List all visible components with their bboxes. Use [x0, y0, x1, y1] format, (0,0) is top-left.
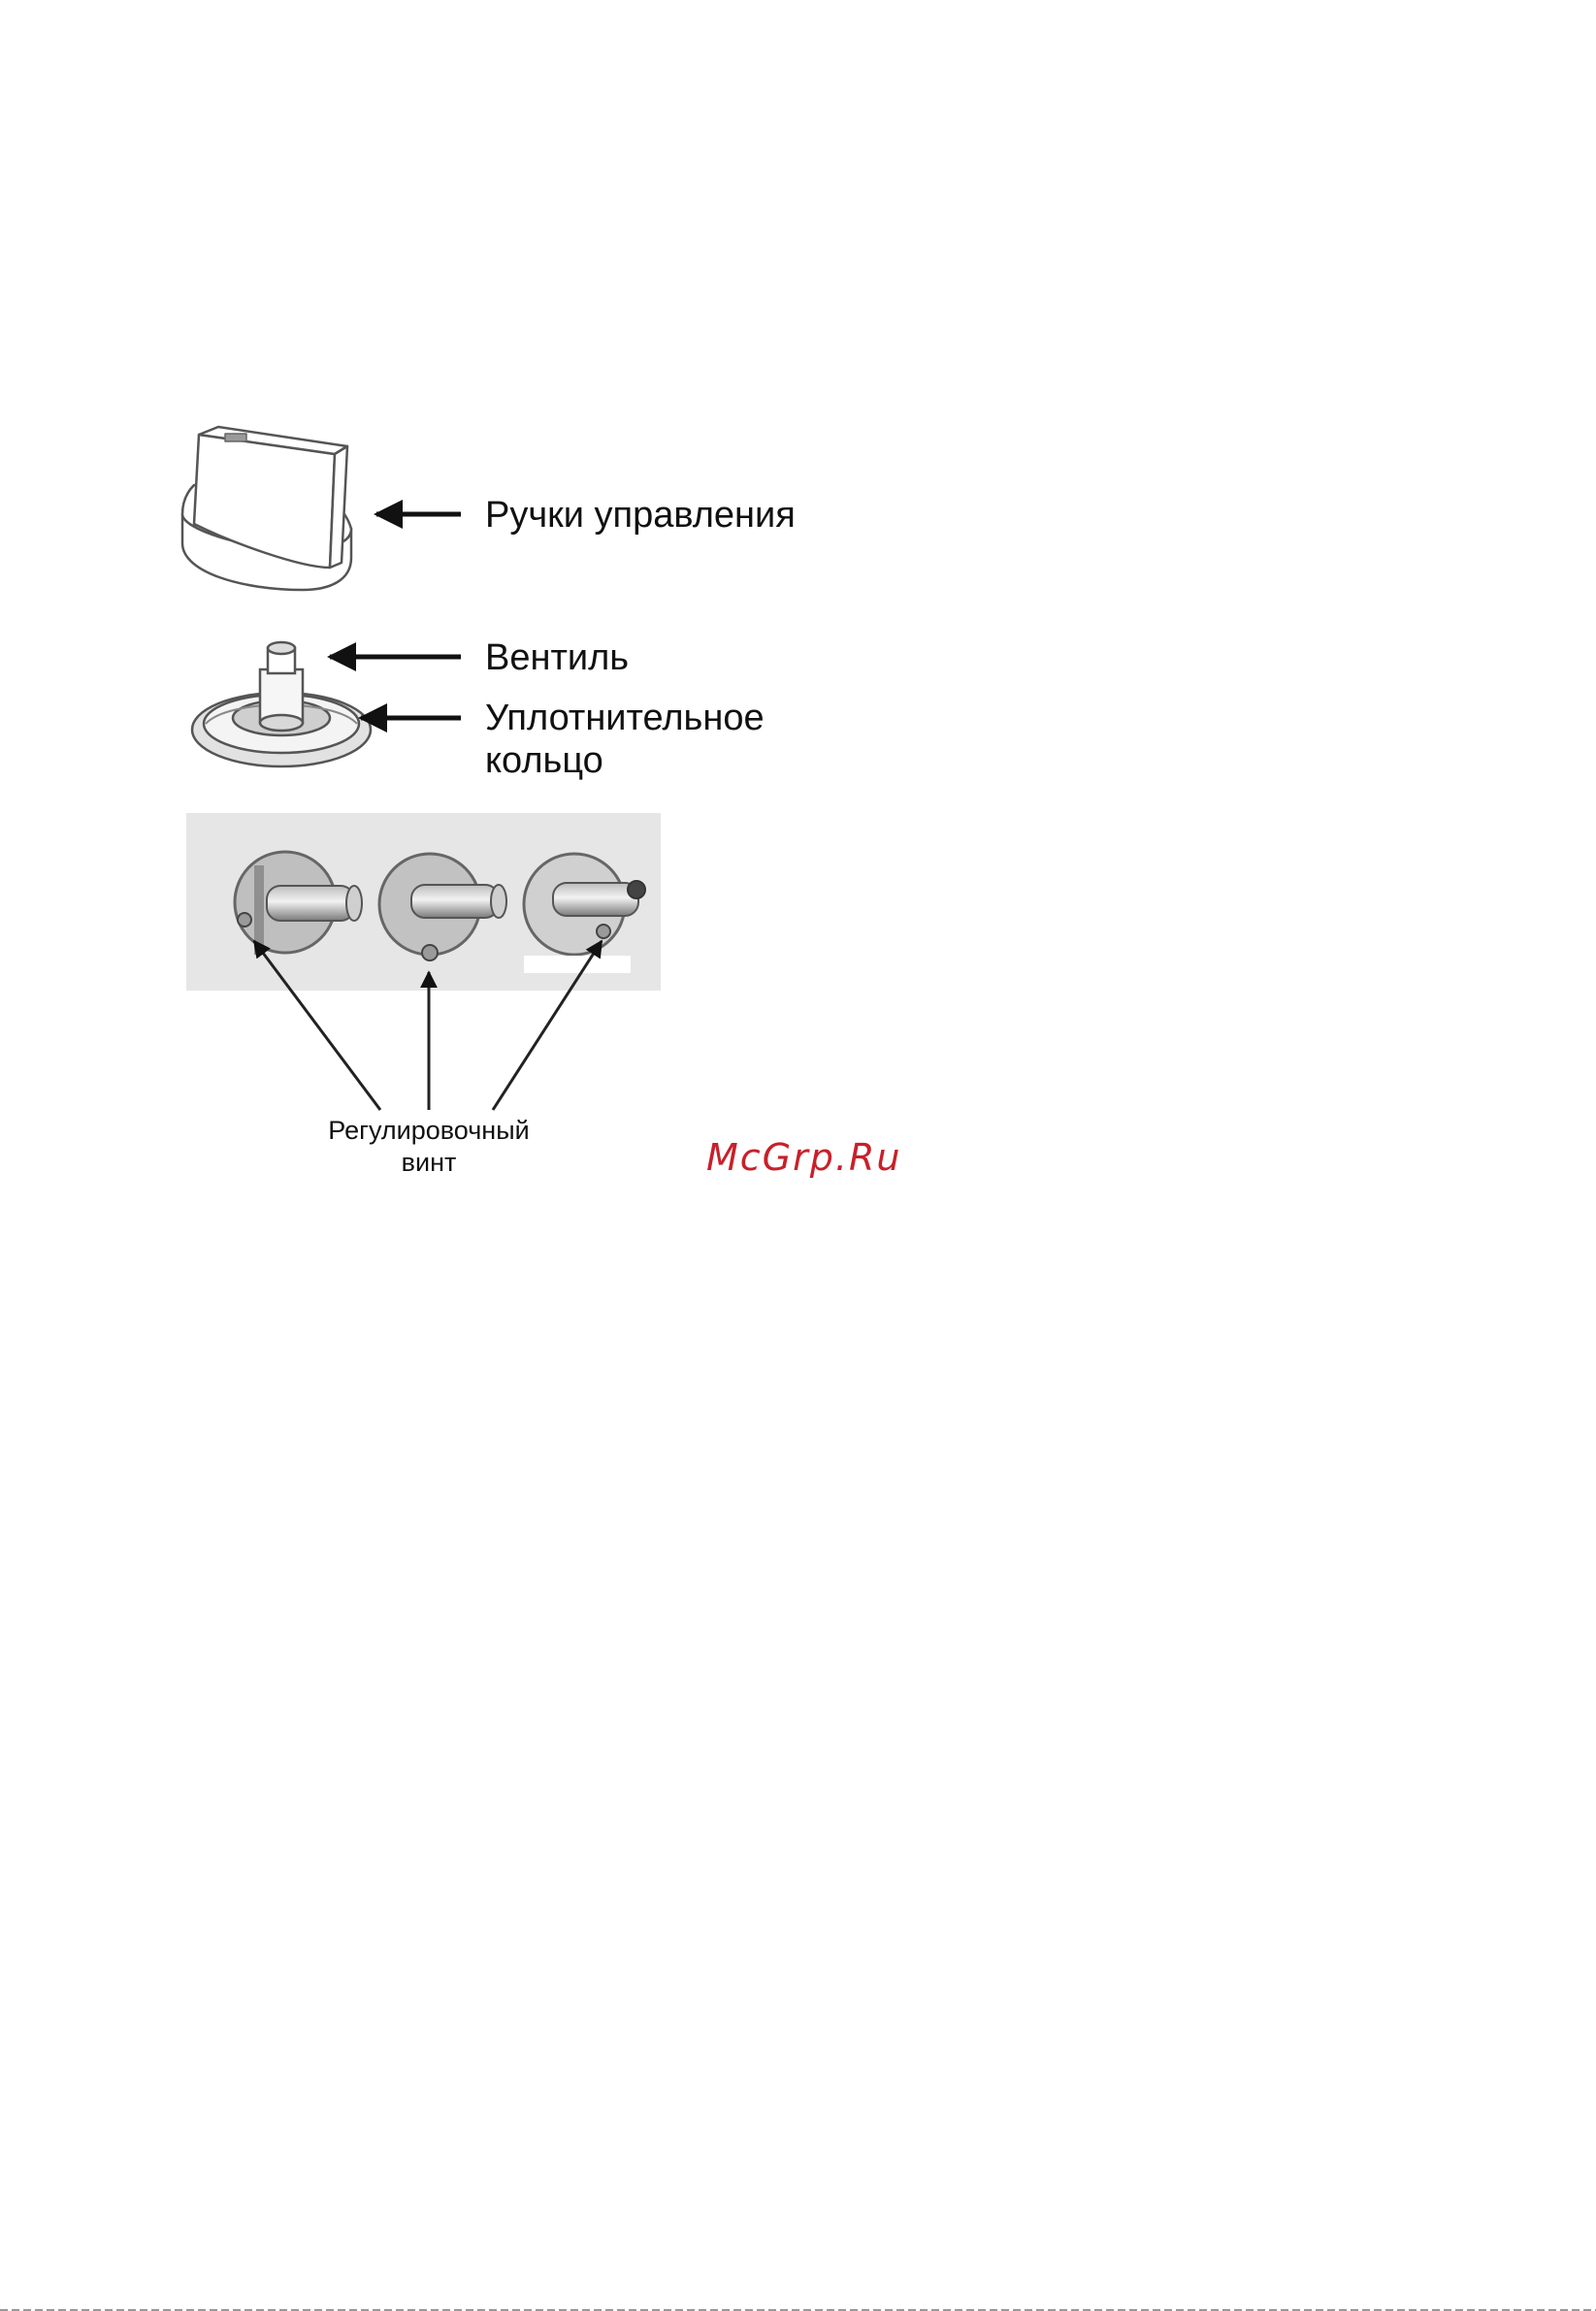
label-seal-line2: кольцо [485, 740, 603, 781]
label-valve: Вентиль [485, 637, 629, 678]
label-screw-line2: винт [402, 1148, 457, 1177]
control-knob-icon [182, 427, 351, 590]
adjustment-panel [186, 813, 661, 991]
label-knob: Ручки управления [485, 495, 796, 536]
watermark: McGrp.Ru [706, 1136, 901, 1179]
label-screw-line1: Регулировочный [328, 1116, 529, 1145]
valve-stem-icon [260, 642, 303, 731]
label-seal-line1: Уплотнительное [485, 698, 765, 738]
